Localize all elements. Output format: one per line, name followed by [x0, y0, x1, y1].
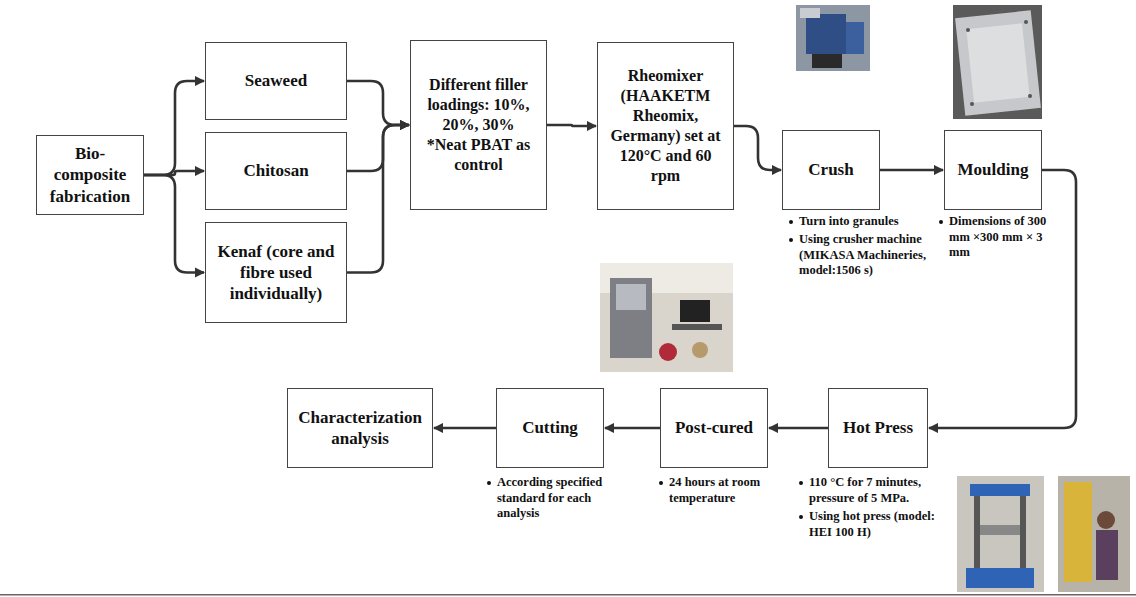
process-box: Moulding — [944, 130, 1042, 210]
flow-arrow — [144, 81, 204, 175]
bullet-note: Turn into granules — [788, 214, 924, 230]
flow-arrow — [547, 125, 596, 126]
box-text: Hot Press — [843, 417, 913, 438]
bullet-note: 110 °C for 7 minutes, pressure of 5 MPa. — [798, 475, 954, 506]
bullet-note: Using crusher machine (MIKASA Machinerie… — [788, 232, 928, 279]
loading-box: Different filler loadings: 10%, 20%, 30%… — [410, 40, 547, 210]
flow-arrow — [347, 125, 409, 273]
flow-arrow — [144, 175, 204, 273]
box-text: Bio-composite fabrication — [43, 143, 137, 207]
bullet-note: Using hot press (model: HEI 100 H) — [798, 509, 954, 540]
bullet-note: 24 hours at room temperature — [658, 475, 776, 506]
process-box: Hot Press — [828, 388, 928, 468]
process-box: Cutting — [496, 388, 604, 468]
mould-photo — [953, 5, 1042, 119]
bullet-note: Dimensions of 300 mm ×300 mm × 3 mm — [938, 214, 1060, 261]
box-text: Characterization analysis — [294, 407, 426, 450]
rheomixer-photo — [600, 263, 733, 372]
box-text: Chitosan — [243, 160, 308, 181]
crusher-photo — [796, 5, 870, 71]
flow-arrow — [880, 169, 943, 172]
process-box: Post-cured — [660, 388, 768, 468]
box-text: Cutting — [522, 417, 578, 438]
bullet-note: According specified standard for each an… — [486, 475, 622, 522]
hot-press-photo — [957, 476, 1044, 592]
flow-arrow — [347, 125, 409, 171]
start-box: Bio-composite fabrication — [36, 135, 144, 215]
flow-arrow — [605, 427, 660, 430]
filler-box: Kenaf (core and fibre used individually) — [205, 222, 347, 323]
box-text: Crush — [808, 159, 853, 180]
bottom-rule — [0, 594, 1136, 596]
filler-box: Chitosan — [205, 132, 347, 210]
box-text: *Neat PBAT as control — [417, 135, 540, 175]
box-text: Rheomixer (HAAKETM Rheomix, Germany) set… — [604, 66, 727, 186]
filler-box: Seaweed — [205, 42, 347, 120]
box-text: Moulding — [958, 159, 1029, 180]
process-box: Crush — [782, 130, 880, 210]
end-box: Characterization analysis — [287, 388, 433, 468]
flow-arrow — [347, 81, 409, 125]
flow-arrow — [434, 427, 496, 430]
process-box: Rheomixer (HAAKETM Rheomix, Germany) set… — [597, 42, 734, 210]
flow-arrow — [769, 427, 828, 430]
box-text: Post-cured — [675, 417, 753, 438]
flow-arrow — [734, 126, 781, 170]
box-text: Different filler loadings: 10%, 20%, 30% — [417, 75, 540, 135]
box-text: Kenaf (core and fibre used individually) — [212, 241, 340, 305]
box-text: Seaweed — [245, 70, 307, 91]
operator-photo — [1058, 476, 1130, 592]
